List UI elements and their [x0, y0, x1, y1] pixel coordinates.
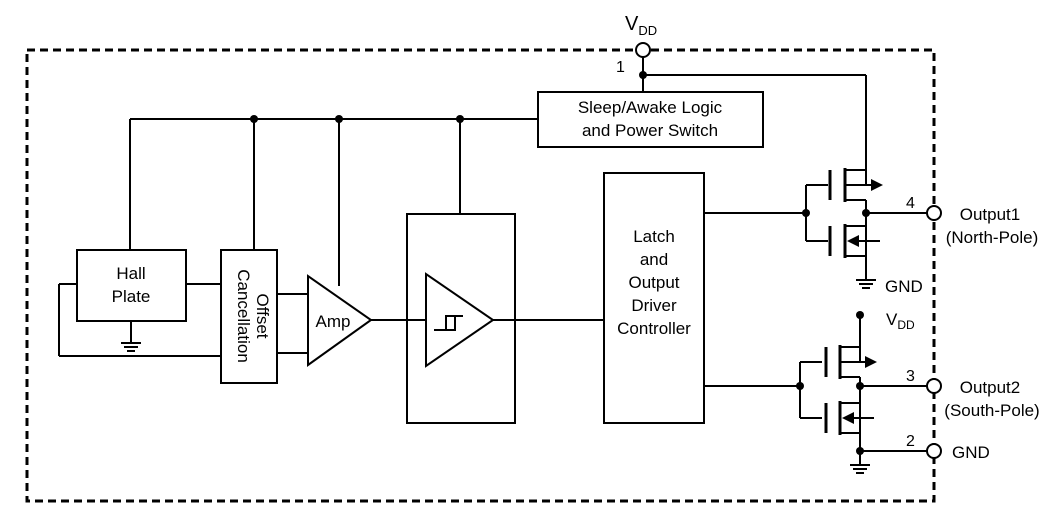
gnd-pin-label: GND — [952, 443, 990, 462]
latch-label-4: Driver — [631, 296, 677, 315]
sleep-label-2: and Power Switch — [582, 121, 718, 140]
output-stage-2 — [704, 311, 927, 474]
amp-triangle — [307, 274, 373, 367]
output1-label: Output1 — [960, 205, 1021, 224]
latch-driver-block — [603, 172, 705, 424]
offset-label-2: Cancellation — [234, 269, 253, 363]
ground-symbol — [121, 342, 141, 352]
vdd-pin-circle — [635, 42, 651, 58]
hysteresis-icon — [434, 315, 463, 331]
hall-label-1: Hall — [116, 264, 145, 283]
pin-4-number: 4 — [906, 195, 915, 212]
offset-label-1: Offset — [253, 293, 272, 338]
output2-sublabel: (South-Pole) — [944, 401, 1039, 420]
latch-label-3: Output — [628, 273, 679, 292]
latch-label-2: and — [640, 250, 668, 269]
hall-plate-block — [76, 249, 187, 322]
offset-cancellation-block — [220, 249, 278, 384]
gnd-label-upper: GND — [885, 277, 923, 296]
sleep-awake-block — [537, 91, 764, 148]
latch-label-1: Latch — [633, 227, 675, 246]
output2-label: Output2 — [960, 378, 1021, 397]
junction-dot — [639, 71, 647, 79]
output1-pin-circle — [926, 205, 942, 221]
vdd-label: VDD — [625, 13, 657, 38]
pin-2-number: 2 — [906, 433, 915, 450]
package-outline — [25, 48, 936, 503]
gnd-pin-circle — [926, 443, 942, 459]
output-stage-1 — [704, 168, 927, 289]
output2-pin-circle — [926, 378, 942, 394]
output1-sublabel: (North-Pole) — [946, 228, 1039, 247]
pin-1-number: 1 — [616, 59, 625, 76]
pin-3-number: 3 — [906, 368, 915, 385]
vdd-label-right: VDD — [886, 310, 915, 332]
sleep-label-1: Sleep/Awake Logic — [578, 98, 723, 117]
amp-label: Amp — [316, 312, 351, 331]
latch-label-5: Controller — [617, 319, 691, 338]
hall-label-2: Plate — [112, 287, 151, 306]
